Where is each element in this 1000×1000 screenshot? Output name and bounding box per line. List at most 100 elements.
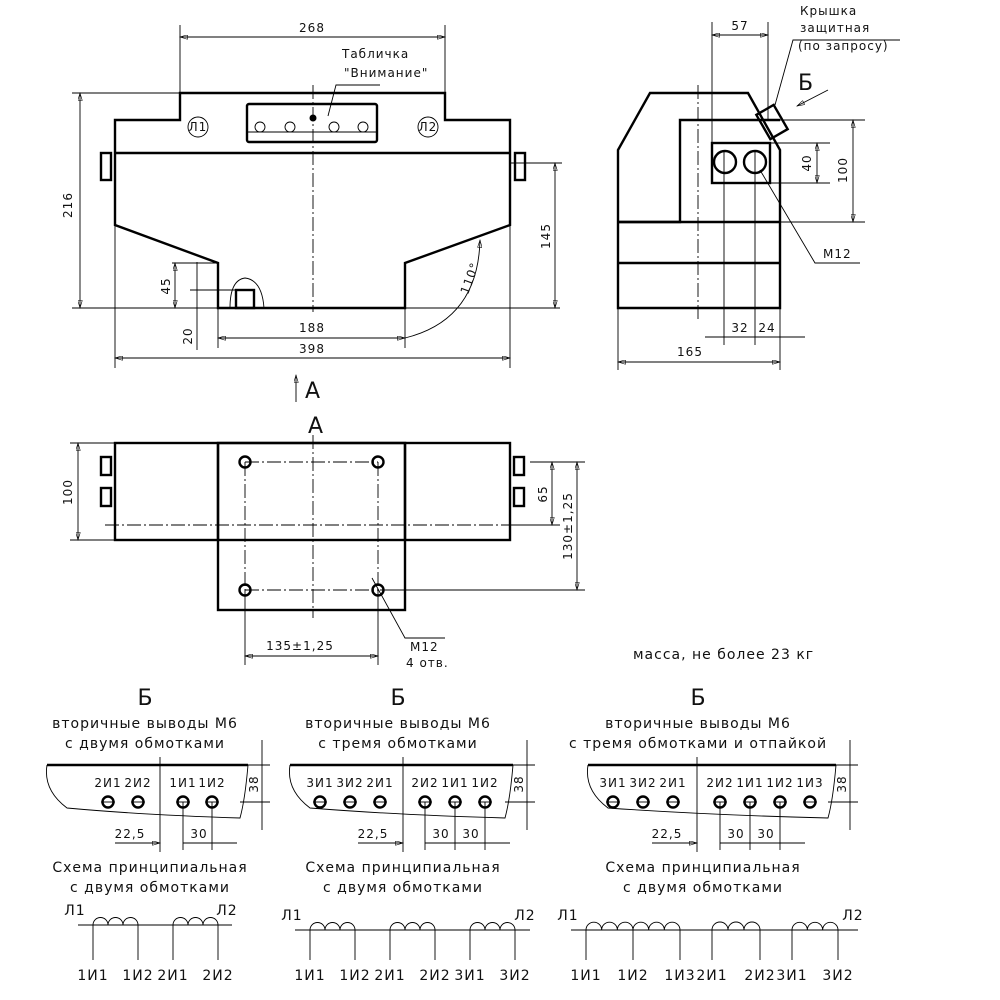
ground-terminal	[234, 288, 256, 310]
dim-30-b: 30	[462, 827, 479, 841]
l1-label: Л1	[557, 908, 578, 924]
dim-57: 57	[731, 19, 748, 33]
view-b-label: Б	[798, 71, 813, 96]
l1-label: Л1	[64, 903, 85, 919]
dim-100-top: 100	[61, 479, 75, 505]
output-label: 1И1	[77, 968, 108, 984]
terminal-label: 2И2	[411, 776, 438, 790]
winding-coil	[172, 917, 219, 926]
front-view: Л1 Л2 268 Табличка "Внимание" 216 145 45…	[61, 21, 562, 404]
side-view: 57 Крышка защитная (по запросу) Б 40 100…	[616, 4, 900, 370]
output-label: 3И2	[822, 968, 853, 984]
output-label: 2И1	[157, 968, 188, 984]
terminal-label: 1И1	[169, 776, 196, 790]
winding-coil	[791, 921, 839, 931]
dim-32: 32	[731, 321, 748, 335]
terminal-label: 3И2	[629, 776, 656, 790]
winding-coil	[711, 921, 761, 931]
terminal-label: 3И1	[599, 776, 626, 790]
output-label: 1И1	[570, 968, 601, 984]
terminal-box	[710, 141, 772, 185]
dim-22-5: 22,5	[358, 827, 389, 841]
dim-398: 398	[299, 342, 325, 356]
terminal-label: 1И2	[766, 776, 793, 790]
warning-plate	[245, 102, 379, 144]
plate-label-2: "Внимание"	[344, 66, 428, 80]
terminal-label: 1И2	[198, 776, 225, 790]
dim-40: 40	[800, 154, 814, 171]
terminal-label: 2И2	[706, 776, 733, 790]
dim-268: 268	[299, 21, 325, 35]
mounting-holes	[238, 455, 385, 597]
bolt-right	[513, 151, 527, 182]
winding-coil	[389, 922, 436, 931]
variant-title: вторичные выводы М6	[605, 716, 791, 732]
variant-subtitle: с двумя обмотками	[65, 736, 225, 752]
terminal-l2: Л2	[419, 120, 438, 134]
dim-145: 145	[539, 223, 553, 249]
dim-38: 38	[512, 775, 526, 792]
terminal-label: 2И1	[366, 776, 393, 790]
output-label: 1И2	[122, 968, 153, 984]
terminal-label: 1И2	[471, 776, 498, 790]
output-label: 1И1	[294, 968, 325, 984]
output-label: 2И1	[374, 968, 405, 984]
scheme-subtitle: с двумя обмотками	[323, 880, 483, 896]
scheme-title: Схема принципиальная	[52, 860, 247, 876]
winding-coil	[469, 922, 516, 931]
dim-130: 130±1,25	[561, 492, 575, 560]
holes-count: 4 отв.	[406, 656, 449, 670]
variant-subtitle: с тремя обмотками	[318, 736, 477, 752]
output-label: 2И2	[744, 968, 775, 984]
winding-coil	[92, 917, 139, 926]
output-label: 2И1	[696, 968, 727, 984]
plate-label: Табличка	[341, 47, 409, 61]
dim-22-5: 22,5	[652, 827, 683, 841]
output-label: 3И1	[776, 968, 807, 984]
output-label: 3И2	[499, 968, 530, 984]
terminal-label: 2И1	[659, 776, 686, 790]
output-label: 1И2	[617, 968, 648, 984]
dim-30-b: 30	[757, 827, 774, 841]
thread-m12-top: М12	[410, 640, 439, 654]
cover-label: Крышка	[800, 4, 857, 18]
dim-188: 188	[299, 321, 325, 335]
dim-216: 216	[61, 192, 75, 218]
scheme-subtitle: с двумя обмотками	[70, 880, 230, 896]
l2-label: Л2	[842, 908, 863, 924]
terminal-label: 2И2	[124, 776, 151, 790]
dim-20: 20	[181, 327, 195, 344]
terminal-label: 1И3	[796, 776, 823, 790]
terminal-l1: Л1	[189, 120, 208, 134]
output-label: 3И1	[454, 968, 485, 984]
dim-45: 45	[159, 277, 173, 294]
protective-cover	[754, 103, 790, 141]
dim-22-5: 22,5	[115, 827, 146, 841]
dim-135: 135±1,25	[266, 639, 334, 653]
output-label: 1И3	[664, 968, 695, 984]
top-view: А 100 65 130±1,25 135±1,25 М12 4 отв.	[61, 414, 585, 670]
dim-24: 24	[758, 321, 775, 335]
l2-label: Л2	[216, 903, 237, 919]
view-a-label: А	[305, 379, 320, 404]
winding-coil	[309, 922, 356, 931]
terminal-label: 1И1	[441, 776, 468, 790]
cover-label-3: (по запросу)	[798, 39, 889, 53]
mass-note: масса, не более 23 кг	[633, 647, 814, 663]
output-label: 1И2	[339, 968, 370, 984]
l1-label: Л1	[281, 908, 302, 924]
output-label: 2И2	[419, 968, 450, 984]
dim-30: 30	[190, 827, 207, 841]
bolt-left	[99, 151, 113, 182]
view-b-title: Б	[390, 686, 405, 711]
winding-coil	[585, 921, 681, 931]
view-b-title: Б	[690, 686, 705, 711]
dim-38: 38	[835, 775, 849, 792]
output-label: 2И2	[202, 968, 233, 984]
view-b-title: Б	[137, 686, 152, 711]
terminal-label: 2И1	[94, 776, 121, 790]
scheme-subtitle: с двумя обмотками	[623, 880, 783, 896]
dim-38: 38	[247, 775, 261, 792]
